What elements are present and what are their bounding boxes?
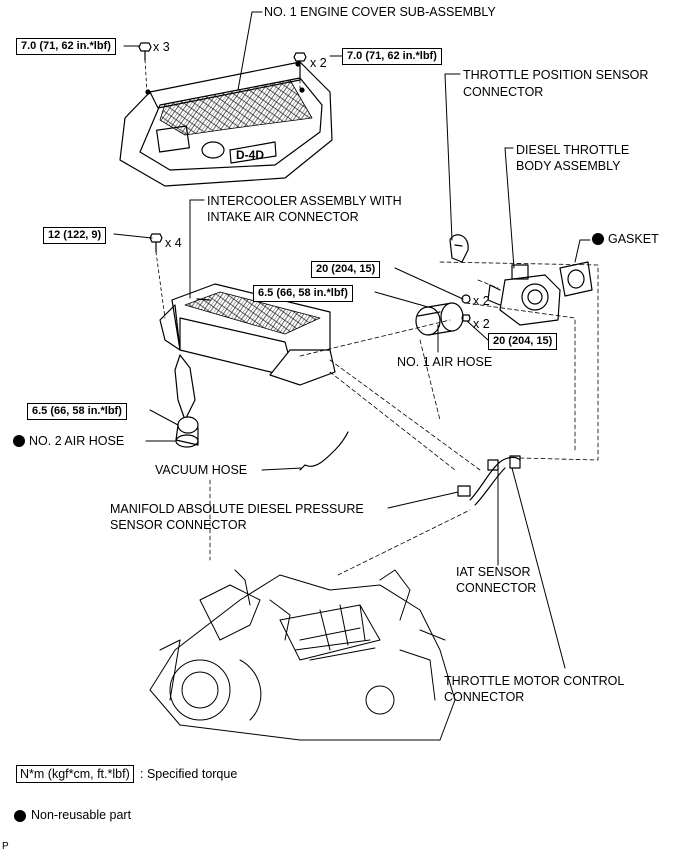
no1-air-hose-drawing xyxy=(415,302,464,336)
intercooler-drawing xyxy=(159,283,336,421)
intercooler-label-line1: INTERCOOLER ASSEMBLY WITH xyxy=(207,194,402,208)
qty-throttle-nut: x 2 xyxy=(473,294,490,308)
no1-air-hose-label: NO. 1 AIR HOSE xyxy=(397,355,493,369)
qty-throttle-bolt: x 2 xyxy=(473,317,490,331)
nonreusable-dot-gasket xyxy=(592,233,604,245)
torque-intercooler-bolt: 12 (122, 9) xyxy=(43,227,107,244)
intercooler-label-line2: INTAKE AIR CONNECTOR xyxy=(207,210,359,224)
torque-cover-left: 7.0 (71, 62 in.*lbf) xyxy=(16,38,116,55)
throttle-bolt-drawing xyxy=(461,314,471,322)
legend-torque-text: : Specified torque xyxy=(140,767,238,781)
corner-mark: P xyxy=(2,841,9,852)
engine-drawing xyxy=(149,569,456,741)
tps-connector-label-line1: THROTTLE POSITION SENSOR xyxy=(463,68,649,82)
torque-throttle-nut: 20 (204, 15) xyxy=(311,261,381,278)
torque-cover-right: 7.0 (71, 62 in.*lbf) xyxy=(342,48,442,65)
gasket-label: GASKET xyxy=(608,232,659,246)
qty-cover-left: x 3 xyxy=(153,40,170,54)
vacuum-hose-drawing xyxy=(304,431,349,467)
iat-sensor-label-line1: IAT SENSOR xyxy=(456,565,531,579)
map-sensor-label-line1: MANIFOLD ABSOLUTE DIESEL PRESSURE xyxy=(110,502,364,516)
qty-intercooler-bolt: x 4 xyxy=(165,236,182,250)
torque-hose1-clamp: 6.5 (66, 58 in.*lbf) xyxy=(253,285,353,302)
gasket-drawing xyxy=(559,261,593,297)
qty-cover-right: x 2 xyxy=(310,56,327,70)
legend-nonreusable-text: Non-reusable part xyxy=(31,808,132,822)
vacuum-hose-label: VACUUM HOSE xyxy=(155,463,248,477)
torque-hose2-clamp: 6.5 (66, 58 in.*lbf) xyxy=(27,403,127,420)
throttle-body-label-line1: DIESEL THROTTLE xyxy=(516,143,630,157)
cover-bolt-left-drawing xyxy=(138,42,152,93)
throttle-body-drawing xyxy=(487,264,561,326)
wire-harness-drawing xyxy=(457,455,521,506)
intercooler-bolt-drawing xyxy=(149,233,166,319)
throttle-motor-label-line2: CONNECTOR xyxy=(444,690,525,704)
no2-air-hose-label: NO. 2 AIR HOSE xyxy=(29,434,125,448)
no2-air-hose-drawing xyxy=(175,416,199,448)
engine-cover-label: NO. 1 ENGINE COVER SUB-ASSEMBLY xyxy=(264,5,496,19)
torque-throttle-bolt: 20 (204, 15) xyxy=(488,333,558,350)
tps-connector-label-line2: CONNECTOR xyxy=(463,85,544,99)
legend-torque-unit: N*m (kgf*cm, ft.*lbf) xyxy=(16,765,134,783)
svg-text:D-4D: D-4D xyxy=(236,148,264,162)
nonreusable-dot-hose2 xyxy=(13,435,25,447)
throttle-body-label-line2: BODY ASSEMBLY xyxy=(516,159,621,173)
legend-nonreusable-dot xyxy=(14,810,26,822)
throttle-motor-label-line1: THROTTLE MOTOR CONTROL xyxy=(444,674,625,688)
engine-cover-drawing: D-4D xyxy=(119,61,333,187)
tps-connector-drawing xyxy=(449,234,469,263)
cover-bolt-right-drawing xyxy=(293,52,307,89)
iat-sensor-label-line2: CONNECTOR xyxy=(456,581,537,595)
map-sensor-label-line2: SENSOR CONNECTOR xyxy=(110,518,247,532)
